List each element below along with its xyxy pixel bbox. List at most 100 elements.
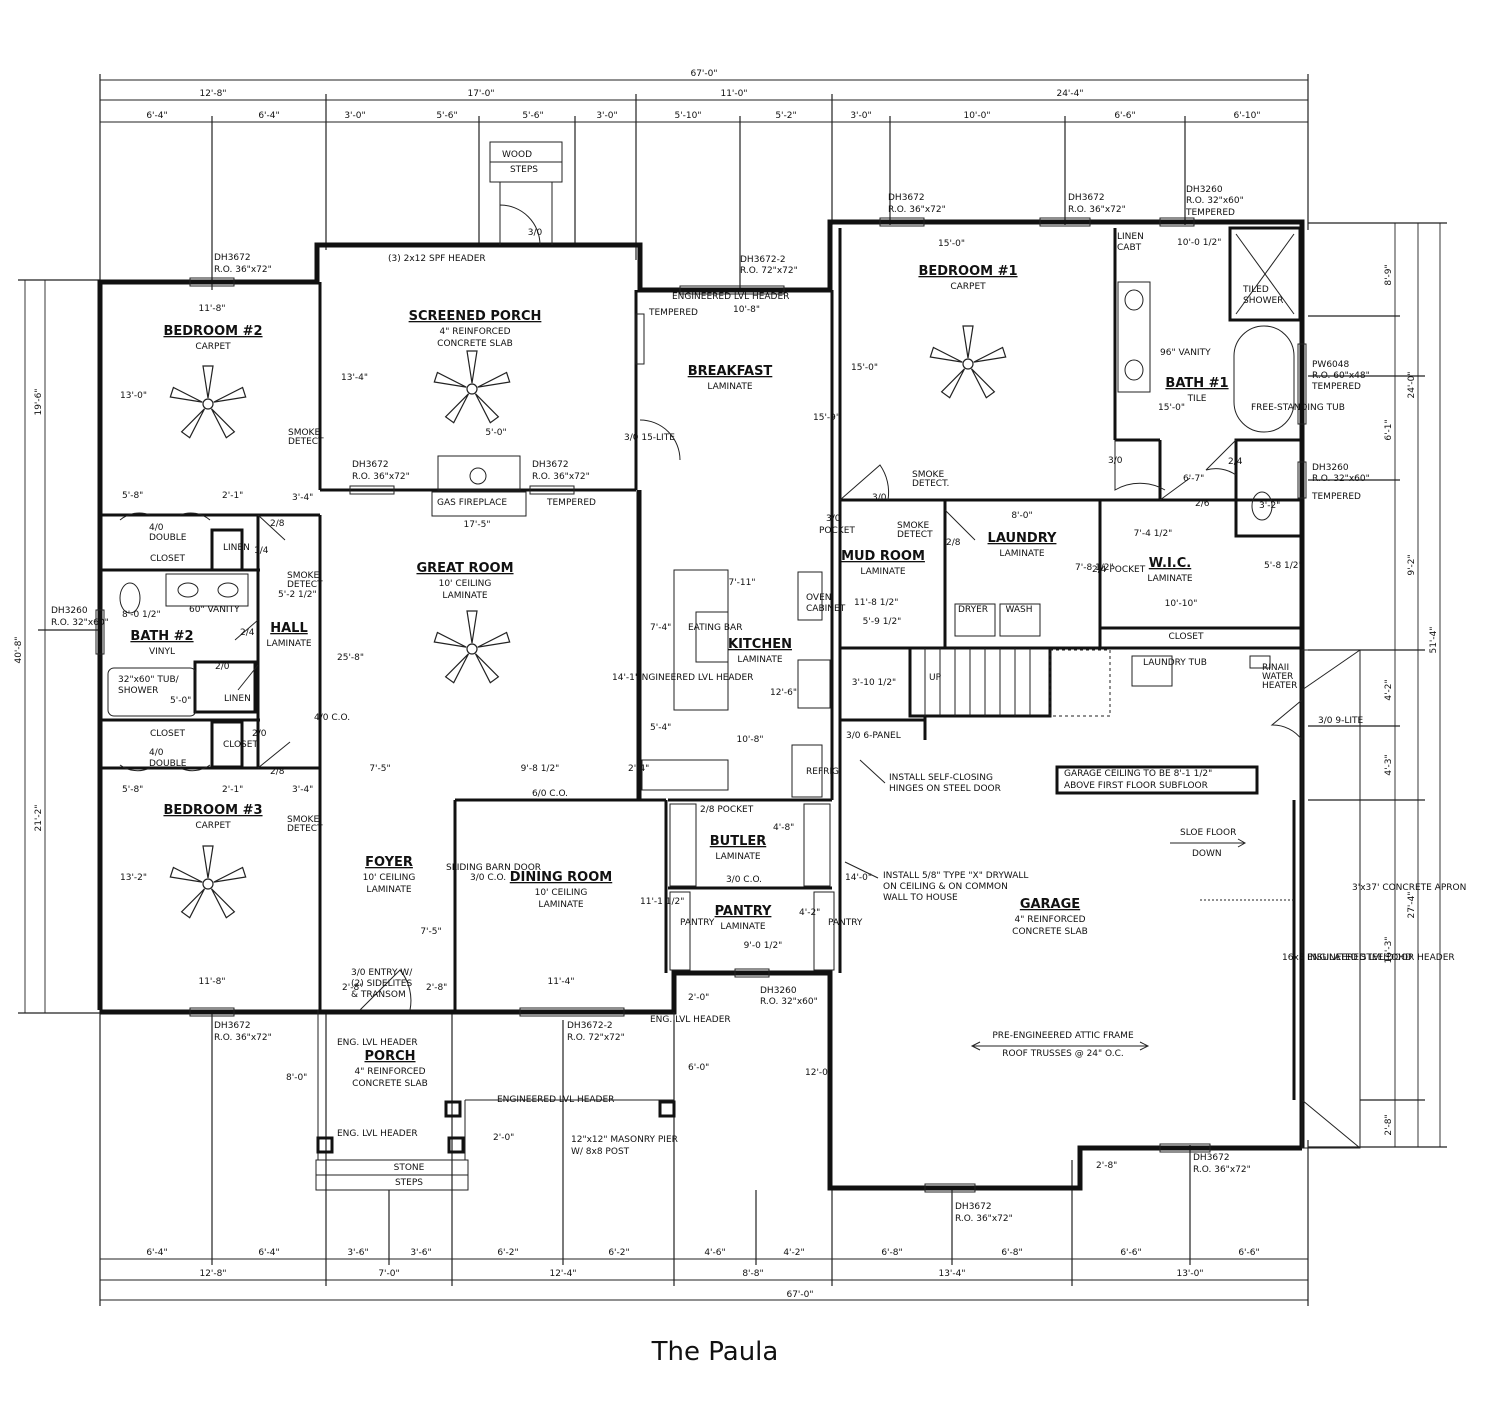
refrigerator bbox=[791, 744, 823, 798]
dim-bottom-detail: 4'-2" bbox=[783, 1248, 804, 1258]
plan-note: 7'-4" bbox=[650, 623, 671, 633]
dim-right-inner: 4'-3" bbox=[1384, 754, 1394, 775]
room-name: PANTRY bbox=[715, 904, 772, 919]
plan-note: DH3672 bbox=[532, 460, 569, 470]
plan-note: W/ 8x8 POST bbox=[571, 1147, 630, 1157]
plan-note: DH3672 bbox=[1193, 1153, 1230, 1163]
plan-note: R.O. 36"x72" bbox=[352, 472, 410, 482]
plan-note: LINEN bbox=[223, 543, 250, 553]
plan-note: 8'-0" bbox=[1011, 511, 1032, 521]
dim-right-inner: 6'-1" bbox=[1384, 419, 1394, 440]
ceiling-fan-icon bbox=[169, 365, 247, 439]
plan-note: ENGINEERED LVL HEADER bbox=[672, 292, 789, 302]
plan-note: GARAGE CEILING TO BE 8'-1 1/2" bbox=[1064, 769, 1212, 779]
plan-note: 4'-2" bbox=[799, 908, 820, 918]
plan-note: DH3260 bbox=[760, 986, 797, 996]
plan-note: ON CEILING & ON COMMON bbox=[883, 882, 1008, 892]
room-name: BEDROOM #1 bbox=[918, 264, 1017, 279]
plan-note: STONE bbox=[394, 1163, 425, 1173]
plan-note: LAUNDRY TUB bbox=[1143, 658, 1207, 668]
plan-note: 12'-0" bbox=[805, 1068, 832, 1078]
dim-top-detail: 10'-0" bbox=[963, 111, 990, 121]
plan-note: CLOSET bbox=[150, 554, 185, 564]
ceiling-fan-icon bbox=[433, 350, 511, 424]
plan-note: 15'-0" bbox=[1158, 403, 1185, 413]
plan-note: 16x8 INSULATED STEEL OHD bbox=[1282, 953, 1412, 963]
plan-note: 3/0 C.O. bbox=[726, 875, 762, 885]
plan-note: 2'-8" bbox=[426, 983, 447, 993]
room-name: DINING ROOM bbox=[510, 870, 612, 885]
plan-note: 2'-8" bbox=[342, 983, 363, 993]
plan-note: R.O. 32"x60" bbox=[51, 618, 109, 628]
plan-note: WOOD bbox=[502, 150, 532, 160]
plan-note: 3/0 bbox=[872, 493, 887, 503]
dim-top-detail: 6'-4" bbox=[146, 111, 167, 121]
plan-note: SMOKE bbox=[288, 428, 320, 438]
plan-note: DETECT. bbox=[912, 479, 949, 489]
room-name: MUD ROOM bbox=[841, 549, 925, 564]
plan-note: 5'-9 1/2" bbox=[863, 617, 902, 627]
eating-bar bbox=[673, 569, 729, 711]
plan-note: ABOVE FIRST FLOOR SUBFLOOR bbox=[1064, 781, 1208, 791]
plan-note: 3/0 bbox=[826, 514, 841, 524]
plan-note: 15'-0" bbox=[938, 239, 965, 249]
dim-bottom-detail: 6'-8" bbox=[881, 1248, 902, 1258]
plan-note: 12"x12" MASONRY PIER bbox=[571, 1135, 678, 1145]
top-dimensions: 67'-0" 12'-8" 17'-0" 11'-0" 24'-4" 6'-4"… bbox=[99, 69, 1309, 290]
room-name: BATH #1 bbox=[1165, 376, 1228, 391]
plan-note: CLOSET bbox=[150, 729, 185, 739]
plan-note: 4'-8" bbox=[773, 823, 794, 833]
dim-right-inner: 24'-0" bbox=[1407, 371, 1417, 398]
plan-note: ENGINEERED LVL HEADER bbox=[636, 673, 753, 683]
plan-note: 7'-11" bbox=[728, 578, 755, 588]
dim-bottom-detail: 6'-4" bbox=[146, 1248, 167, 1258]
plan-note: CLOSET bbox=[223, 740, 258, 750]
dim-top-detail: 5'-2" bbox=[775, 111, 796, 121]
room-name: LAUNDRY bbox=[988, 531, 1057, 546]
plan-note: 8'-0 1/2" bbox=[122, 610, 161, 620]
washer bbox=[999, 603, 1041, 637]
plan-note: SHOWER bbox=[118, 686, 158, 696]
dim-bottom-mid: 13'-0" bbox=[1176, 1269, 1203, 1279]
plan-note: 11'-4" bbox=[547, 977, 574, 987]
dim-bottom-detail: 4'-6" bbox=[704, 1248, 725, 1258]
vanity-bath1 bbox=[1117, 281, 1151, 393]
room-label-bath2: BATH #2 VINYL bbox=[130, 629, 193, 657]
plan-note: LINEN bbox=[224, 694, 251, 704]
plan-note: 3/0 9-LITE bbox=[1318, 716, 1363, 726]
plan-note: ENG. LVL HEADER bbox=[650, 1015, 731, 1025]
plan-note: POCKET bbox=[819, 526, 855, 536]
plan-note: TEMPERED bbox=[546, 498, 596, 508]
room-name: SCREENED PORCH bbox=[409, 309, 542, 324]
plan-note: 3'-4" bbox=[292, 785, 313, 795]
ceiling-fans bbox=[169, 325, 1007, 919]
plan-note: DETECT bbox=[897, 530, 933, 540]
plan-note: 9'-8 1/2" bbox=[521, 764, 560, 774]
ceiling-fan-icon bbox=[929, 325, 1007, 399]
plan-note: 60" VANITY bbox=[189, 605, 240, 615]
dim-right-inner: 4'-2" bbox=[1384, 679, 1394, 700]
plan-note: 15'-0" bbox=[851, 363, 878, 373]
plan-note: 2/0 bbox=[215, 662, 230, 672]
dim-bottom-mid: 8'-8" bbox=[742, 1269, 763, 1279]
plan-note: PW6048 bbox=[1312, 360, 1350, 370]
room-finish: VINYL bbox=[149, 647, 175, 657]
exterior-walls bbox=[97, 141, 1361, 1191]
plan-note: WALL TO HOUSE bbox=[883, 893, 958, 903]
room-finish: CONCRETE SLAB bbox=[1012, 927, 1088, 937]
plan-note: 6'-0" bbox=[688, 1063, 709, 1073]
plan-note: HEATER bbox=[1262, 681, 1297, 691]
ceiling-fan-icon bbox=[169, 845, 247, 919]
dim-top-mid: 17'-0" bbox=[467, 89, 494, 99]
plan-note: 5'-8" bbox=[122, 785, 143, 795]
plan-note: 2'-0" bbox=[688, 993, 709, 1003]
plan-note: 7'-4 1/2" bbox=[1134, 529, 1173, 539]
plan-note: 13'-0" bbox=[120, 391, 147, 401]
room-name: BATH #2 bbox=[130, 629, 193, 644]
